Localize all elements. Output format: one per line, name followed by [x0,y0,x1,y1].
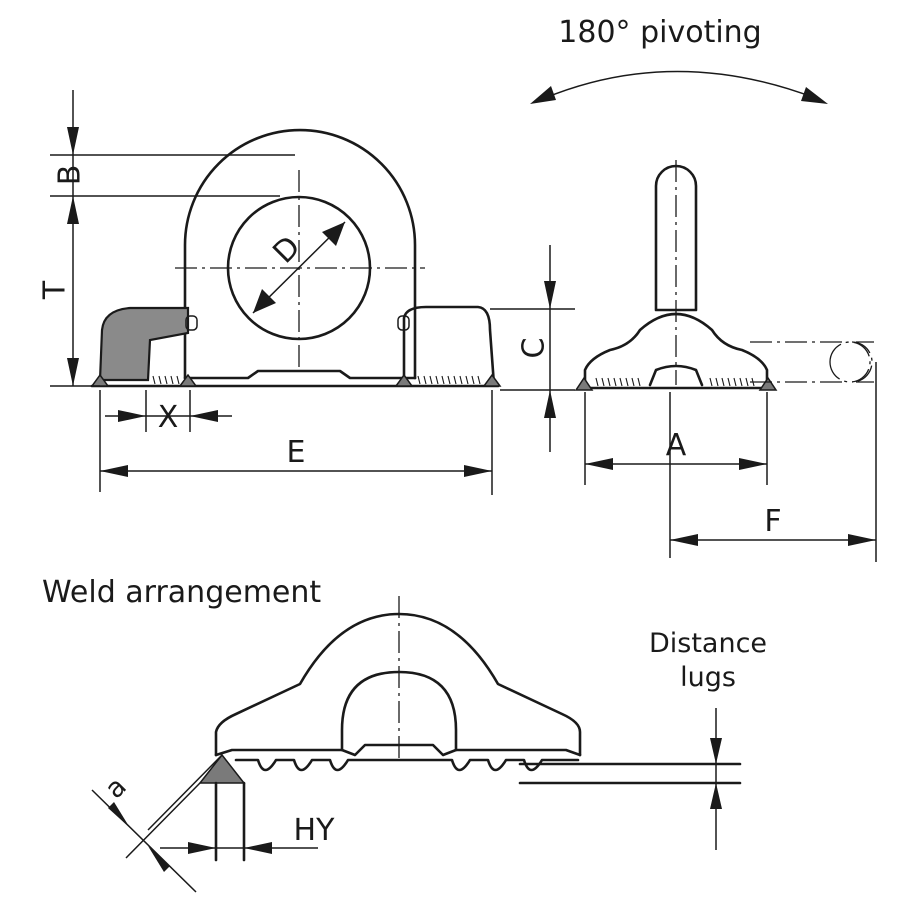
pivoting-indicator: 180° pivoting [530,15,828,104]
weld-mark [178,373,198,387]
extension-line [147,754,223,831]
arrow-head [464,465,492,477]
dimension-hy-label: HY [294,813,336,848]
dimension-e: E [100,390,493,495]
weld-mark [394,373,414,387]
fillet-weld [198,753,246,784]
dimension-f: F [669,362,877,562]
arrow-head [190,410,218,422]
side-view [574,160,874,391]
arrow-head [100,465,128,477]
arrow-head [244,842,272,854]
dimension-a-weld: a [91,754,223,893]
pivoting-arrow-left [530,86,556,104]
dimension-a-weld-label: a [99,771,133,805]
pivoting-label: 180° pivoting [558,15,761,50]
arrow-head [108,802,130,828]
arrow-head [710,738,722,764]
distance-lugs-label-line1: Distance [649,628,767,659]
dimension-c: C [490,245,575,452]
arrow-head [544,390,556,418]
arrow-head [739,458,767,470]
weld-mark [482,373,502,387]
weld-hatching [595,377,755,387]
arrow-head [585,458,613,470]
side-base-body [583,312,769,387]
weld-bottom-profile [214,743,582,772]
pivoting-arc [544,70,816,99]
arrow-head [67,127,79,155]
ring-stem [654,164,698,312]
arrow-head [670,534,698,546]
dimension-x-label: X [158,400,179,435]
dimension-hy: HY [160,813,335,854]
dimension-a-label: A [666,428,687,463]
dimension-t-label: T [38,280,73,300]
pivoted-ring-phantom [750,341,874,383]
dimension-f-label: F [764,504,781,539]
weld-arrangement-title: Weld arrangement [42,575,321,610]
arrow-head [67,358,79,386]
weld-hatching [152,375,481,385]
dimension-c-label: C [517,338,552,359]
weld-base-body [214,612,582,757]
extension-line [125,782,201,859]
arrow-head [544,281,556,309]
arrow-head [848,534,876,546]
dimension-b-t: B T [38,90,295,387]
weld-mark [758,376,778,391]
arrow-head [253,289,276,313]
dimension-e-label: E [287,435,306,470]
dimension-x: X [99,390,232,492]
arrow-head [67,196,79,224]
base-plate [183,369,417,380]
arrow-head [148,846,170,872]
dimension-a: A [584,392,768,485]
weld-arrangement-view [198,596,742,862]
front-view [90,128,502,388]
ring-outline [183,128,417,380]
weld-inner-arch [340,670,458,752]
left-base-block-section [98,306,190,382]
distance-lugs-label-line2: lugs [680,662,736,693]
dimension-b-label: B [53,165,88,186]
pivoted-ring-outline [829,341,871,383]
pivoting-arrow-right [801,87,828,104]
arrow-head [710,783,722,809]
left-pin-stub [185,315,198,331]
weld-mark [574,376,594,391]
right-base-block [402,305,496,387]
arrow-head [188,842,216,854]
distance-lugs-callout: Distance lugs [649,628,767,850]
side-base-notch [648,364,704,387]
arrow-head [118,410,146,422]
dimension-line [91,789,197,893]
arrow-head [322,222,345,246]
right-pin-stub [397,315,410,331]
